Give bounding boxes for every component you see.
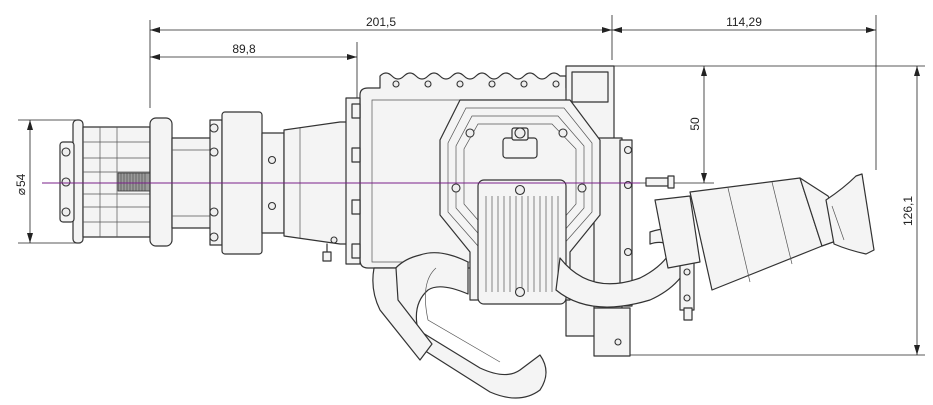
dim-height-small: 50	[688, 117, 702, 131]
dimension-lines	[18, 15, 925, 356]
diameter-value: 54	[14, 173, 28, 187]
dim-diameter: ⌀ 54	[14, 173, 28, 195]
starter-rotor	[59, 117, 213, 247]
carburetor	[654, 173, 875, 291]
dim-height-total: 126,1	[901, 196, 915, 226]
dim-left-length: 89,8	[232, 42, 256, 56]
dim-right-length: 114,29	[726, 15, 762, 29]
diameter-symbol: ⌀	[14, 188, 28, 195]
dim-overall-length: 201,5	[366, 15, 396, 29]
cylinder-head	[439, 99, 601, 305]
mounting-flange	[209, 111, 353, 262]
